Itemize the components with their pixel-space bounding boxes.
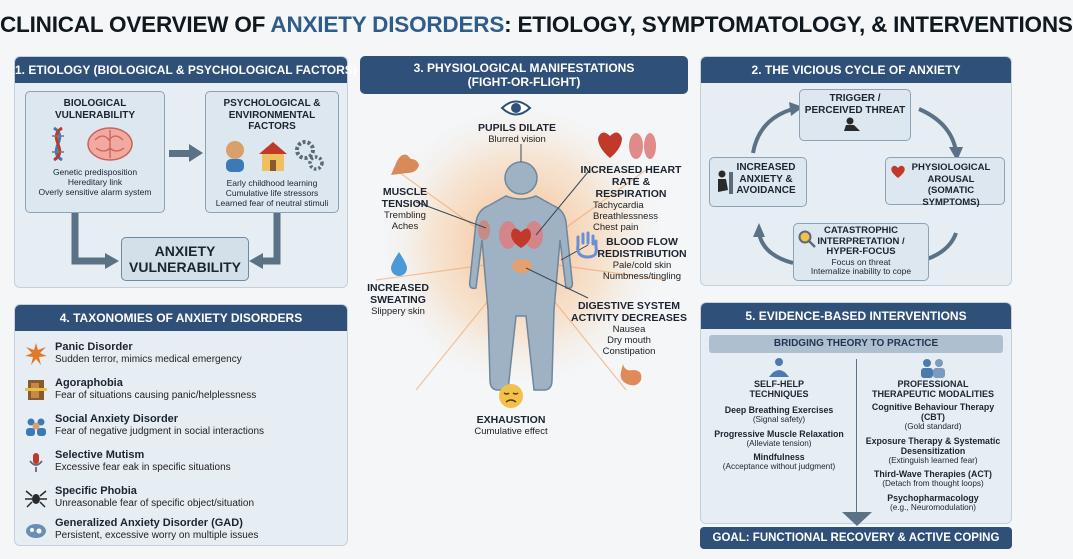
heart-pulse-icon — [891, 165, 905, 178]
therapist-icon — [921, 359, 945, 378]
door-icon — [25, 380, 47, 400]
arousal-box: PHYSIOLOGICAL AROUSAL (SOMATIC SYMPTOMS) — [885, 157, 1005, 208]
people-icon — [26, 418, 46, 436]
heart-lungs-icon — [598, 132, 656, 159]
muscle-tension-label: MUSCLE TENSION Trembling Aches — [381, 186, 429, 232]
arrow-head — [189, 144, 203, 162]
list-item: Panic Disorder Sudden terror, mimics med… — [25, 341, 345, 375]
spider-icon — [25, 490, 47, 508]
hiding-figure-icon — [718, 170, 733, 194]
cycle-header: 2. THE VICIOUS CYCLE OF ANXIETY — [701, 57, 1011, 83]
dna-brain-icon — [52, 126, 133, 162]
bio-line: Genetic predisposition — [52, 167, 138, 177]
list-item: Social Anxiety Disorder Fear of negative… — [25, 413, 345, 447]
psy-line: Learned fear of neutral stimuli — [215, 197, 329, 208]
cloud-icon — [26, 524, 46, 538]
psychological-factors-box: PSYCHOLOGICAL & ENVIRONMENTAL FACTORS Ea… — [205, 91, 339, 213]
list-item: Generalized Anxiety Disorder (GAD) Persi… — [25, 517, 345, 551]
professional-column: PROFESSIONAL THERAPEUTIC MODALITIES Cogn… — [859, 357, 1007, 512]
child-house-gears-icon — [226, 139, 324, 172]
hand-icon — [576, 231, 598, 259]
bio-line: Overly sensitive alarm system — [38, 187, 152, 197]
interventions-panel: 5. EVIDENCE-BASED INTERVENTIONS BRIDGING… — [700, 302, 1012, 524]
arrow-right — [169, 150, 191, 157]
self-help-column: SELF-HELP TECHNIQUES Deep Breathing Exer… — [707, 357, 851, 472]
threat-figure-icon — [844, 117, 860, 131]
etiology-header: 1. ETIOLOGY (BIOLOGICAL & PSYCHOLOGICAL … — [15, 57, 357, 83]
pupils-label: PUPILS DILATE Blurred vision — [478, 122, 556, 145]
list-item: Selective Mutism Excessive fear eak in s… — [25, 449, 345, 483]
list-item: Agoraphobia Fear of situations causing p… — [25, 377, 345, 411]
water-drop-icon — [391, 252, 407, 276]
taxonomy-panel: 4. TAXONOMIES OF ANXIETY DISORDERS Panic… — [14, 304, 348, 546]
eye-icon — [500, 100, 532, 116]
digestive-label: DIGESTIVE SYSTEM ACTIVITY DECREASES Naus… — [571, 300, 687, 357]
blood-flow-label: BLOOD FLOW REDISTRIBUTION Pale/cold skin… — [597, 236, 687, 282]
column-divider — [856, 359, 857, 517]
anxiety-vulnerability-box: ANXIETY VULNERABILITY — [121, 237, 249, 281]
goal-banner: GOAL: FUNCTIONAL RECOVERY & ACTIVE COPIN… — [700, 527, 1012, 549]
body-figure — [371, 110, 671, 410]
biological-vulnerability-box: BIOLOGICAL VULNERABILITY Genetic predisp… — [25, 91, 165, 213]
interventions-header: 5. EVIDENCE-BASED INTERVENTIONS — [701, 303, 1011, 329]
magnifier-icon — [798, 230, 816, 248]
cycle-panel: 2. THE VICIOUS CYCLE OF ANXIETY TRIGGER … — [700, 56, 1012, 286]
heart-rate-label: INCREASED HEART RATE & RESPIRATION Tachy… — [580, 164, 682, 233]
catastrophic-box: CATASTROPHIC INTERPRETATION / HYPER-FOCU… — [793, 223, 929, 281]
exhaustion-label: EXHAUSTION Cumulative effect — [474, 414, 548, 437]
bridge-banner: BRIDGING THEORY TO PRACTICE — [709, 335, 1003, 353]
anxiety-vulnerability-label: ANXIETY VULNERABILITY — [129, 243, 241, 275]
trigger-box: TRIGGER / PERCEIVED THREAT — [799, 89, 911, 141]
physio-header: 3. PHYSIOLOGICAL MANIFESTATIONS (FIGHT-O… — [360, 56, 688, 94]
avoidance-box: INCREASED ANXIETY & AVOIDANCE — [709, 157, 807, 207]
psy-title: PSYCHOLOGICAL & ENVIRONMENTAL FACTORS — [223, 98, 321, 132]
muted-mic-icon — [29, 453, 43, 472]
taxonomy-header: 4. TAXONOMIES OF ANXIETY DISORDERS — [15, 305, 347, 331]
tired-face-icon — [499, 384, 523, 408]
merge-arrows — [71, 213, 281, 269]
list-item: Specific Phobia Unreasonable fear of spe… — [25, 485, 345, 519]
page-title: CLINICAL OVERVIEW OF ANXIETY DISORDERS: … — [0, 12, 1073, 37]
stomach-icon — [620, 364, 642, 386]
bio-title: BIOLOGICAL VULNERABILITY — [55, 98, 135, 121]
sweating-label: INCREASED SWEATING Slippery skin — [367, 282, 429, 317]
arm-icon — [391, 154, 419, 175]
psy-line: Early childhood learning — [226, 177, 318, 188]
psy-line: Cumulative life stressors — [225, 187, 319, 198]
bio-line: Hereditary link — [67, 177, 123, 187]
etiology-panel: 1. ETIOLOGY (BIOLOGICAL & PSYCHOLOGICAL … — [14, 56, 357, 288]
meditation-icon — [769, 358, 789, 377]
goal-arrow — [842, 512, 872, 526]
burst-icon — [25, 343, 47, 365]
